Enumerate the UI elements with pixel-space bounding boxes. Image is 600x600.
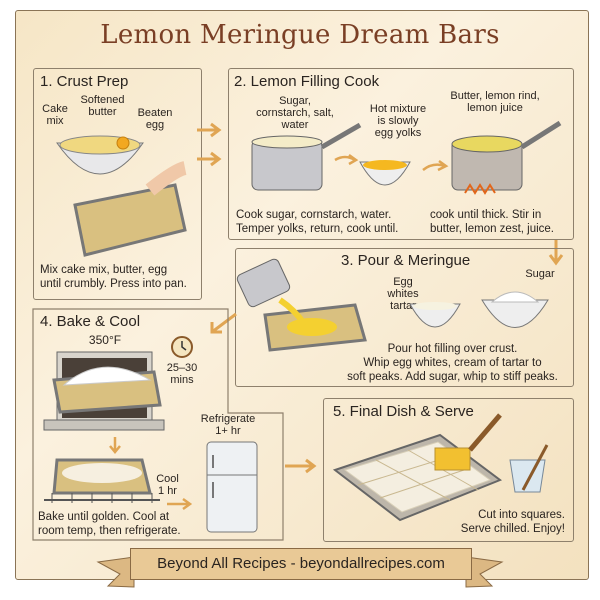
banner-ribbon-ends [96, 556, 504, 588]
caption-line: Cut into squares. [478, 509, 565, 521]
pour-pan-illustration [236, 258, 367, 352]
saucepan-illustration [251, 122, 362, 191]
caption-line: until crumbly. Press into pan. [40, 278, 187, 290]
step-4-panel [32, 308, 284, 541]
lemon-saucepan-illustration [451, 120, 562, 195]
label-oven-temp: 350°F [88, 333, 122, 347]
step-3-title: 3. Pour & Meringue [341, 252, 471, 269]
label-butter-lemon: Butter, lemon rind, lemon juice [450, 90, 540, 114]
arrow-right-icon [334, 153, 449, 172]
caption-line: butter, lemon zest, juice. [430, 223, 555, 235]
label-beaten-egg: Beaten egg [137, 107, 173, 131]
step-2-caption: Cook sugar, cornstarch, water. Temper yol… [236, 208, 398, 236]
arrow-right-icon [197, 122, 222, 167]
caption-line: soft peaks. Add sugar, whip to stiff pea… [347, 371, 558, 383]
caption-line: Bake until golden. Cool at [38, 511, 170, 523]
refrigerator-illustration [206, 441, 258, 533]
caption-line: Cook sugar, cornstarch, water. [236, 209, 392, 221]
arrow-down-icon [109, 437, 121, 454]
crust-pan-illustration [73, 161, 187, 257]
label-bake-time: 25–30 mins [166, 362, 198, 386]
step-1-caption: Mix cake mix, butter, egg until crumbly. … [40, 263, 187, 291]
egg-whites-bowl-illustration [409, 302, 461, 328]
label-refrigerate: Refrigerate 1+ hr [200, 413, 256, 437]
caption-line: cook until thick. Stir in [430, 209, 542, 221]
label-sugar-cornstarch: Sugar, cornstarch, salt, water [256, 95, 334, 131]
step-1-title: 1. Crust Prep [40, 73, 129, 90]
oven-illustration [43, 351, 165, 431]
step-2-title: 2. Lemon Filling Cook [234, 73, 380, 90]
step-2-panel [228, 68, 574, 240]
label-cake-mix: Cake mix [42, 103, 68, 127]
hand-icon [145, 161, 187, 196]
step-2-caption-2: cook until thick. Stir in butter, lemon z… [430, 208, 554, 236]
step-3-panel [235, 248, 574, 387]
arrow-right-icon [285, 458, 317, 474]
step-3-caption: Pour hot filling over crust. Whip egg whi… [335, 342, 570, 384]
label-sugar: Sugar [525, 268, 555, 280]
caption-line: Whip egg whites, cream of tartar to [363, 357, 542, 369]
arrow-left-icon [210, 312, 237, 334]
egg-yolk-bowl-illustration [359, 160, 411, 186]
arrow-right-icon [167, 497, 193, 511]
label-softened-butter: Softened butter [80, 94, 125, 118]
water-glass-knife-illustration [509, 444, 549, 493]
step-4-title: 4. Bake & Cool [40, 313, 141, 330]
step-4-caption: Bake until golden. Cool at room temp, the… [38, 510, 181, 538]
step-5-caption: Cut into squares. Serve chilled. Enjoy! [430, 508, 565, 536]
step-1-panel [33, 68, 202, 300]
footer-banner: Beyond All Recipes - beyondallrecipes.co… [130, 548, 472, 580]
final-bars-pan-illustration [332, 413, 503, 522]
clock-icon [171, 336, 193, 358]
step-5-panel [323, 398, 574, 542]
meringue-bowl-illustration [481, 291, 549, 328]
caption-line: Mix cake mix, butter, egg [40, 264, 168, 276]
arrow-down-icon [548, 240, 564, 266]
label-hot-mixture: Hot mixture is slowly egg yolks [369, 103, 427, 139]
caption-line: Temper yolks, return, cook until. [236, 223, 399, 235]
caption-line: room temp, then refrigerate. [38, 525, 181, 537]
page-title: Lemon Meringue Dream Bars [100, 20, 500, 50]
caption-line: Pour hot filling over crust. [387, 343, 518, 355]
caption-line: Serve chilled. Enjoy! [460, 523, 565, 535]
step-5-title: 5. Final Dish & Serve [333, 403, 474, 420]
label-egg-whites-tartar: Egg whites tartar [387, 276, 419, 312]
mixing-bowl-illustration [56, 135, 144, 175]
spatula-icon [468, 413, 502, 452]
flame-icon [464, 183, 496, 195]
cooling-rack-illustration [44, 458, 160, 503]
label-cool-time: Cool 1 hr [156, 473, 179, 497]
